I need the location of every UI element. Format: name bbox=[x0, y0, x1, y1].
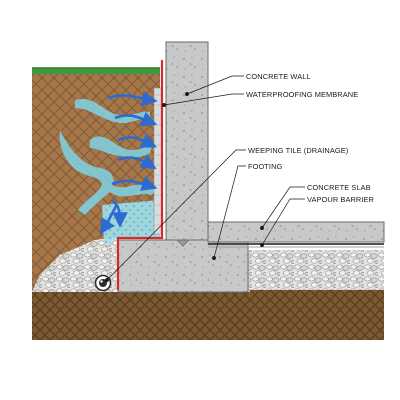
label-concrete-wall: CONCRETE WALL bbox=[246, 72, 311, 81]
drainage-board bbox=[153, 87, 163, 235]
water-flow bbox=[59, 98, 155, 215]
drain-pipe-icon bbox=[94, 274, 112, 292]
undisturbed-soil bbox=[32, 290, 384, 340]
pooled-water bbox=[102, 200, 160, 245]
label-concrete-slab: CONCRETE SLAB bbox=[307, 183, 371, 192]
label-footing: FOOTING bbox=[248, 162, 283, 171]
concrete-wall bbox=[165, 41, 209, 241]
waterproofing-membrane bbox=[116, 60, 164, 290]
concrete-slab bbox=[207, 221, 385, 243]
footing-keyway bbox=[176, 239, 190, 247]
label-waterproofing-membrane: WATERPROOFING MEMBRANE bbox=[246, 90, 358, 99]
gravel-under-slab bbox=[248, 250, 384, 290]
grass-strip bbox=[32, 68, 160, 74]
leader-lines bbox=[105, 75, 305, 282]
label-vapour-barrier: VAPOUR BARRIER bbox=[307, 195, 374, 204]
footing bbox=[117, 239, 249, 293]
label-weeping-tile: WEEPING TILE (DRAINAGE) bbox=[248, 146, 348, 155]
drainage-board-dimples bbox=[154, 94, 162, 226]
moisture-flow-arrow-icon bbox=[99, 91, 158, 235]
